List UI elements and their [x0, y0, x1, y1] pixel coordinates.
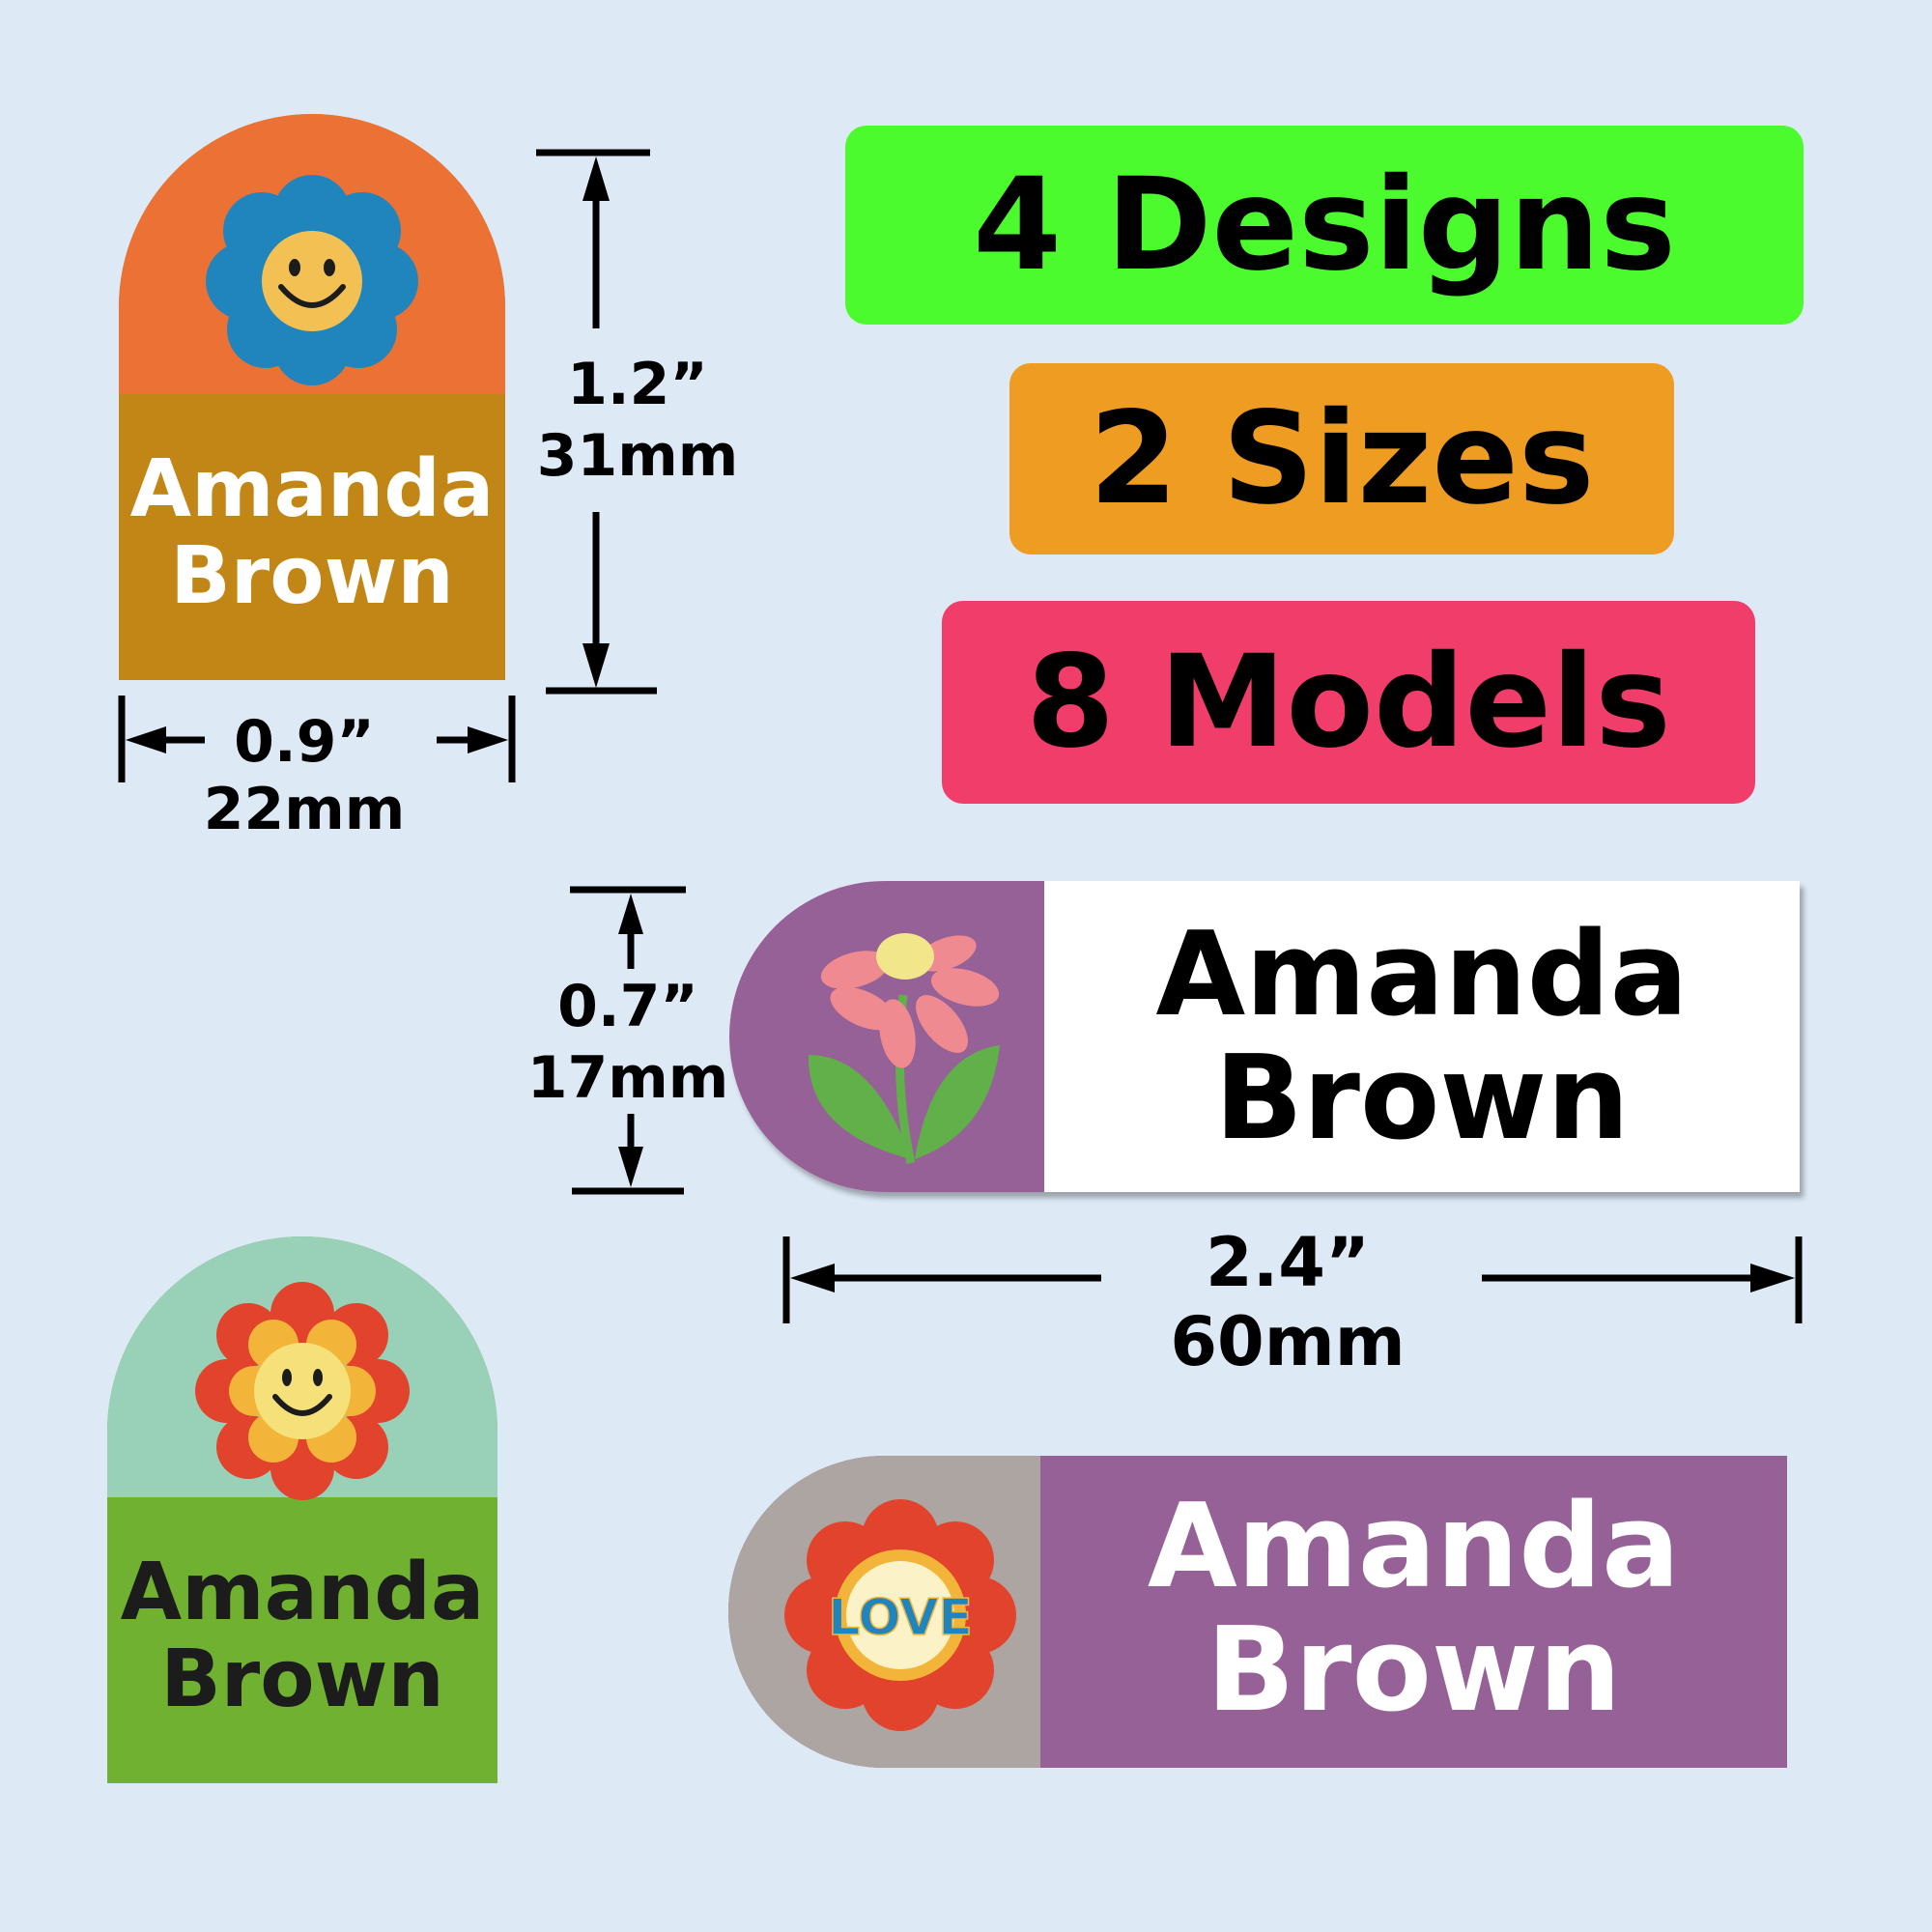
height-dimension-wide [570, 886, 686, 1195]
wide-width-mm: 60mm [1170, 1302, 1406, 1381]
label-purple-name: Amanda Brown [1040, 1490, 1787, 1729]
badge-designs-text: 4 Designs [973, 151, 1676, 299]
label-white-first-name: Amanda [1155, 908, 1689, 1042]
wide-width-inches: 2.4” [1205, 1223, 1370, 1302]
label-orange-last-name: Brown [170, 530, 454, 622]
label-orange-name: Amanda Brown [119, 450, 505, 616]
smiley-flower-red-icon [195, 1282, 410, 1500]
wide-height-inches: 0.7” [557, 973, 698, 1040]
wide-height-mm: 17mm [526, 1044, 729, 1112]
love-text: LOVE [828, 1589, 973, 1647]
wide-height-text: 0.7” 17mm [502, 978, 753, 1107]
badge-models-text: 8 Models [1026, 628, 1671, 777]
pink-flower-icon [808, 933, 1000, 1164]
love-flower-icon: LOVE [784, 1499, 1016, 1731]
label-green-name: Amanda Brown [107, 1553, 497, 1719]
label-purple-first-name: Amanda [1147, 1480, 1681, 1614]
height-dimension-tall [536, 149, 657, 695]
label-purple-last-name: Brown [1206, 1604, 1622, 1738]
label-orange-tall: Amanda Brown [119, 114, 505, 680]
tall-height-mm: 31mm [536, 422, 739, 490]
badge-models: 8 Models [942, 601, 1755, 804]
tall-width-mm: 22mm [203, 776, 406, 843]
wide-width-text: 2.4” 60mm [1128, 1229, 1447, 1376]
tall-height-inches: 1.2” [567, 351, 708, 418]
tall-height-text: 1.2” 31mm [512, 355, 763, 485]
label-purple-wide: LOVE Amanda Brown [728, 1456, 1787, 1768]
width-dimension-wide [782, 1236, 1803, 1323]
smiley-flower-blue-icon [206, 175, 418, 385]
label-orange-first-name: Amanda [129, 443, 495, 535]
label-green-tall: Amanda Brown [107, 1236, 497, 1783]
label-white-last-name: Brown [1214, 1032, 1630, 1166]
label-white-wide: Amanda Brown [729, 881, 1800, 1192]
badge-sizes: 2 Sizes [1009, 363, 1674, 554]
badge-designs: 4 Designs [845, 126, 1804, 325]
label-green-last-name: Brown [160, 1634, 444, 1725]
width-dimension-tall [118, 696, 516, 782]
label-green-first-name: Amanda [120, 1547, 485, 1638]
label-white-name: Amanda Brown [1044, 918, 1800, 1157]
tall-width-text: 0.9” 22mm [174, 713, 435, 838]
badge-sizes-text: 2 Sizes [1089, 384, 1595, 533]
tall-width-inches: 0.9” [234, 708, 375, 776]
